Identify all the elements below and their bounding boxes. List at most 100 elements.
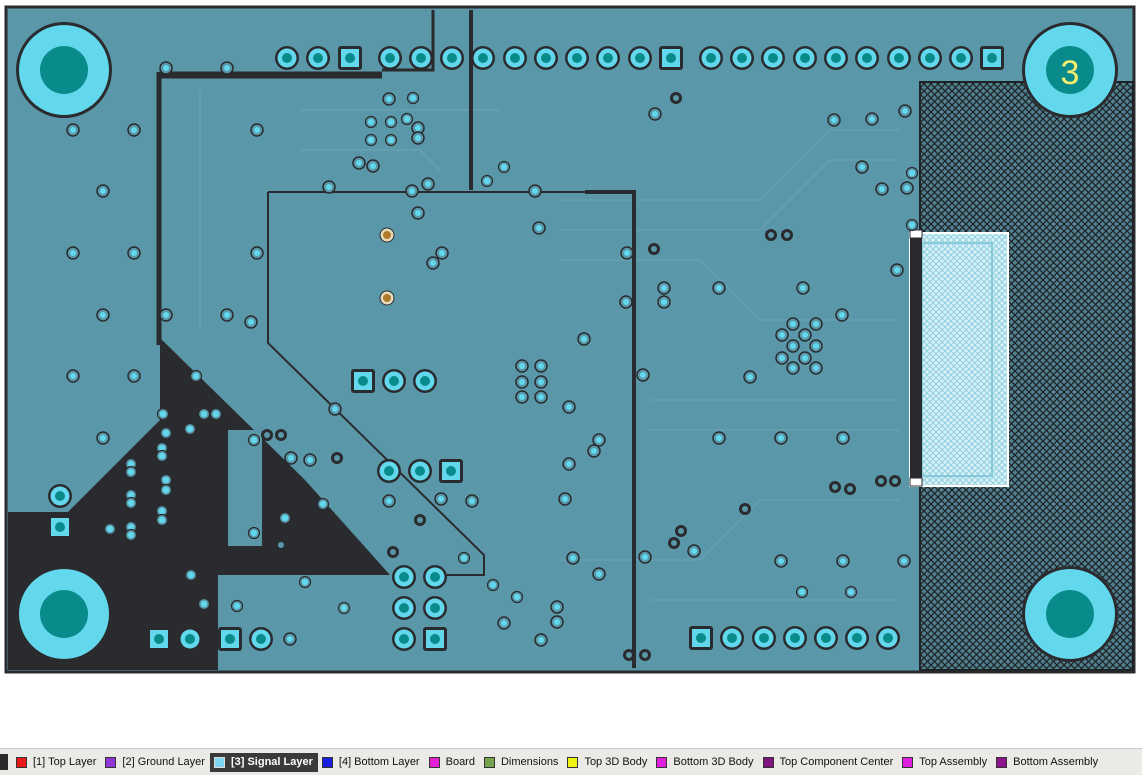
layer-bar-grip[interactable] — [0, 754, 8, 770]
via[interactable] — [220, 61, 234, 75]
via[interactable] — [189, 369, 203, 383]
via[interactable] — [534, 375, 548, 389]
round-pad[interactable] — [876, 626, 900, 650]
via[interactable] — [648, 107, 662, 121]
via[interactable] — [197, 597, 211, 611]
via[interactable] — [638, 550, 652, 564]
via[interactable] — [905, 166, 919, 180]
round-pad[interactable] — [471, 46, 495, 70]
square-pad[interactable] — [351, 369, 375, 393]
via[interactable] — [405, 184, 419, 198]
layer-tab-signal-layer[interactable]: [3] Signal Layer — [209, 752, 318, 772]
via[interactable] — [411, 206, 425, 220]
via[interactable] — [230, 599, 244, 613]
via[interactable] — [712, 431, 726, 445]
via[interactable] — [577, 332, 591, 346]
via[interactable] — [379, 227, 395, 243]
via[interactable] — [411, 131, 425, 145]
via[interactable] — [774, 431, 788, 445]
layer-tab-bottom-3d-body[interactable]: Bottom 3D Body — [652, 753, 758, 772]
square-pad[interactable] — [338, 46, 362, 70]
pcb-board-view[interactable]: 3 — [0, 0, 1142, 748]
via[interactable] — [96, 431, 110, 445]
round-pad[interactable] — [793, 46, 817, 70]
via[interactable] — [414, 514, 426, 526]
via[interactable] — [809, 361, 823, 375]
via[interactable] — [331, 452, 343, 464]
square-pad[interactable] — [147, 627, 171, 651]
via[interactable] — [534, 390, 548, 404]
round-pad[interactable] — [824, 46, 848, 70]
via[interactable] — [775, 328, 789, 342]
via[interactable] — [550, 600, 564, 614]
via[interactable] — [337, 601, 351, 615]
via[interactable] — [379, 290, 395, 306]
via[interactable] — [197, 407, 211, 421]
via[interactable] — [66, 123, 80, 137]
via[interactable] — [796, 281, 810, 295]
via[interactable] — [889, 475, 901, 487]
via[interactable] — [124, 528, 138, 542]
via[interactable] — [836, 431, 850, 445]
via[interactable] — [829, 481, 841, 493]
square-pad[interactable] — [689, 626, 713, 650]
layer-tab-top-assembly[interactable]: Top Assembly — [898, 753, 992, 772]
via[interactable] — [364, 133, 378, 147]
round-pad[interactable] — [720, 626, 744, 650]
via[interactable] — [124, 465, 138, 479]
via[interactable] — [562, 457, 576, 471]
round-pad[interactable] — [596, 46, 620, 70]
via[interactable] — [558, 492, 572, 506]
via[interactable] — [905, 218, 919, 232]
via[interactable] — [352, 156, 366, 170]
layer-tab-top-layer[interactable]: [1] Top Layer — [12, 753, 101, 772]
via[interactable] — [639, 649, 651, 661]
via[interactable] — [316, 497, 330, 511]
via[interactable] — [159, 483, 173, 497]
via[interactable] — [497, 160, 511, 174]
via[interactable] — [670, 92, 682, 104]
via[interactable] — [96, 184, 110, 198]
via[interactable] — [159, 426, 173, 440]
round-pad[interactable] — [534, 46, 558, 70]
via[interactable] — [897, 554, 911, 568]
via[interactable] — [798, 351, 812, 365]
via[interactable] — [515, 390, 529, 404]
via[interactable] — [155, 449, 169, 463]
via[interactable] — [406, 91, 420, 105]
via[interactable] — [900, 181, 914, 195]
via[interactable] — [382, 494, 396, 508]
round-pad[interactable] — [275, 46, 299, 70]
via[interactable] — [844, 483, 856, 495]
via[interactable] — [795, 585, 809, 599]
round-pad[interactable] — [249, 627, 273, 651]
via[interactable] — [250, 123, 264, 137]
via[interactable] — [657, 295, 671, 309]
via[interactable] — [712, 281, 726, 295]
via[interactable] — [127, 369, 141, 383]
via[interactable] — [284, 451, 298, 465]
via[interactable] — [592, 567, 606, 581]
round-pad[interactable] — [503, 46, 527, 70]
via[interactable] — [159, 308, 173, 322]
via[interactable] — [382, 92, 396, 106]
mounting-hole-bottom-right[interactable] — [1022, 566, 1118, 662]
round-pad[interactable] — [408, 459, 432, 483]
round-pad[interactable] — [918, 46, 942, 70]
via[interactable] — [434, 492, 448, 506]
layer-tab-dimensions[interactable]: Dimensions — [480, 753, 563, 772]
via[interactable] — [875, 475, 887, 487]
via[interactable] — [66, 369, 80, 383]
round-pad[interactable] — [752, 626, 776, 650]
round-pad[interactable] — [378, 46, 402, 70]
via[interactable] — [435, 246, 449, 260]
layer-tab-bottom-assembly[interactable]: Bottom Assembly — [992, 753, 1103, 772]
via[interactable] — [250, 246, 264, 260]
via[interactable] — [400, 112, 414, 126]
layer-tab-top-3d-body[interactable]: Top 3D Body — [563, 753, 652, 772]
round-pad[interactable] — [409, 46, 433, 70]
via[interactable] — [675, 525, 687, 537]
via[interactable] — [809, 317, 823, 331]
via[interactable] — [515, 359, 529, 373]
via[interactable] — [774, 554, 788, 568]
